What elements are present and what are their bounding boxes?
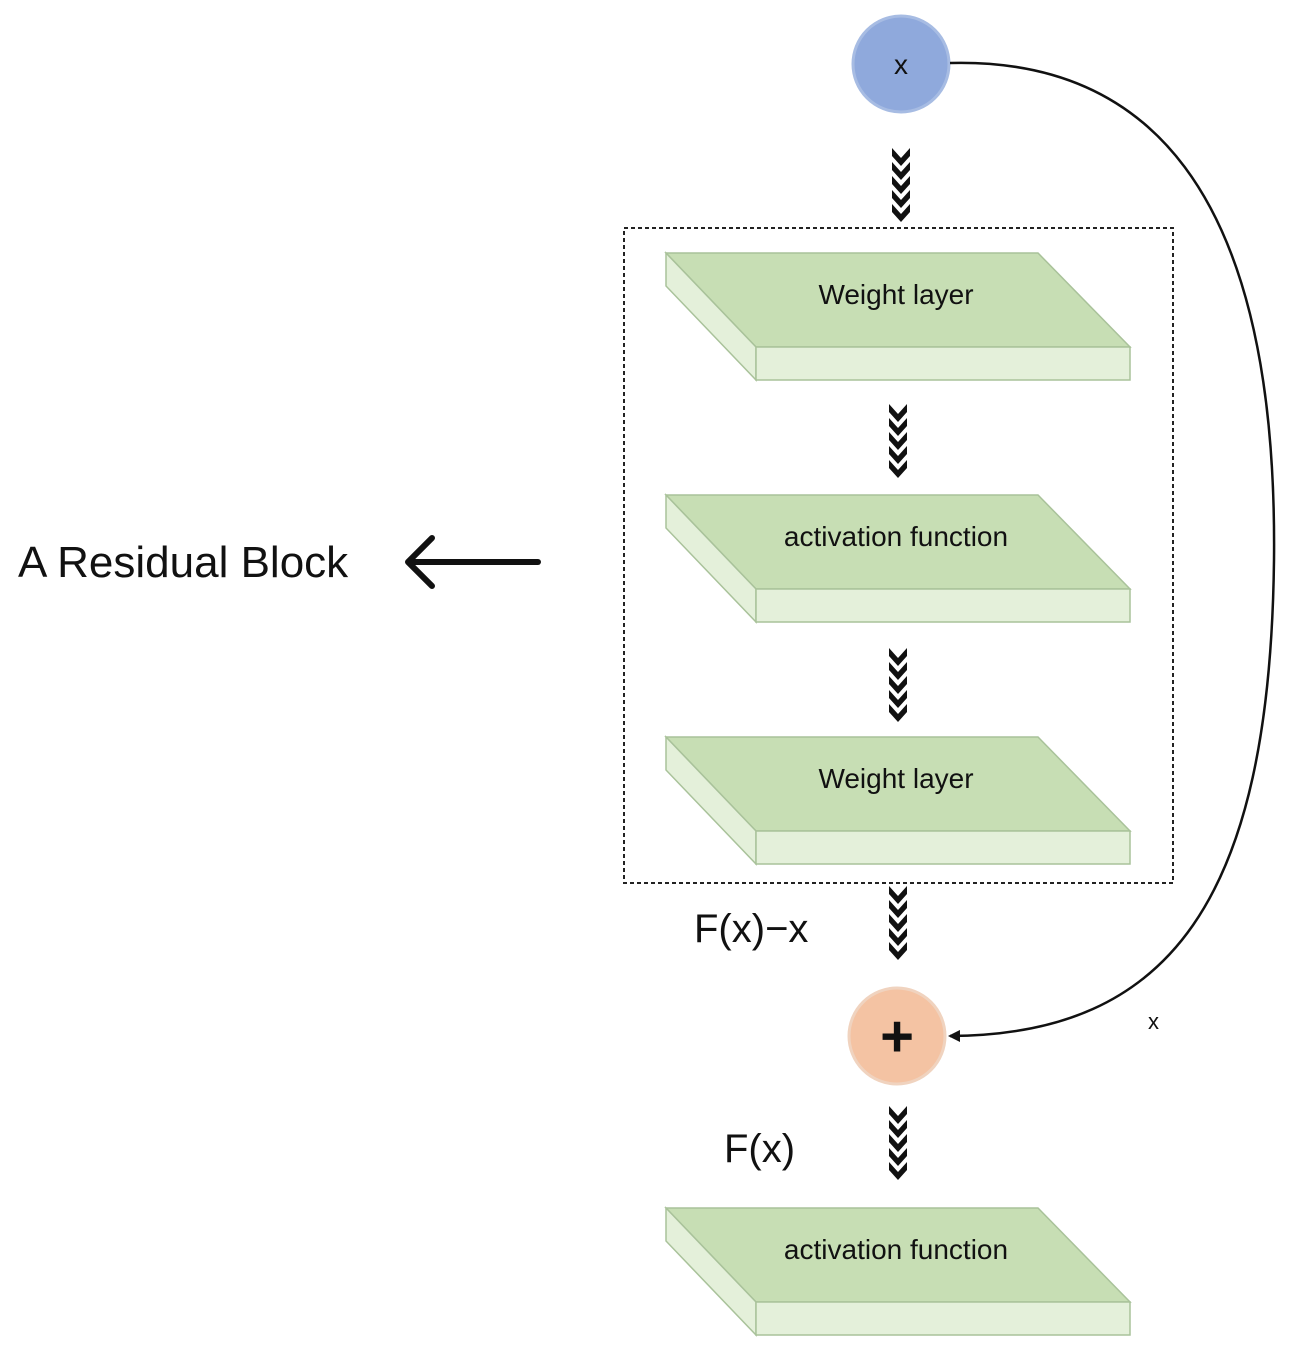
flow-arrow-sum-to-output bbox=[889, 1106, 907, 1180]
weight-layer-1-label: Weight layer bbox=[818, 279, 973, 310]
sum-node: + bbox=[847, 986, 947, 1086]
flow-arrow-block-to-sum bbox=[889, 886, 907, 960]
output-label: F(x) bbox=[724, 1127, 795, 1171]
skip-connection-arrow bbox=[948, 61, 1276, 1042]
activation-layer-1: activation function bbox=[664, 493, 1132, 624]
flow-arrow-layer1-to-layer2 bbox=[889, 404, 907, 478]
flow-arrow-layer2-to-layer3 bbox=[889, 648, 907, 722]
weight-layer-2: Weight layer bbox=[664, 735, 1132, 866]
residual-label: F(x)−x bbox=[694, 907, 808, 951]
weight-layer-1: Weight layer bbox=[664, 251, 1132, 382]
input-node: x bbox=[851, 14, 951, 114]
skip-connection-label: x bbox=[1148, 1009, 1159, 1034]
diagram-title: A Residual Block bbox=[18, 538, 349, 587]
residual-block-border bbox=[623, 227, 1174, 884]
flow-arrow-input-to-block bbox=[892, 148, 910, 222]
weight-layer-2-label: Weight layer bbox=[818, 763, 973, 794]
sum-node-symbol: + bbox=[880, 1004, 914, 1069]
title-pointer-arrow bbox=[405, 535, 541, 589]
activation-layer-1-label: activation function bbox=[784, 521, 1008, 552]
output-activation-layer-label: activation function bbox=[784, 1234, 1008, 1265]
output-activation-layer: activation function bbox=[664, 1206, 1132, 1337]
input-node-label: x bbox=[894, 49, 908, 80]
